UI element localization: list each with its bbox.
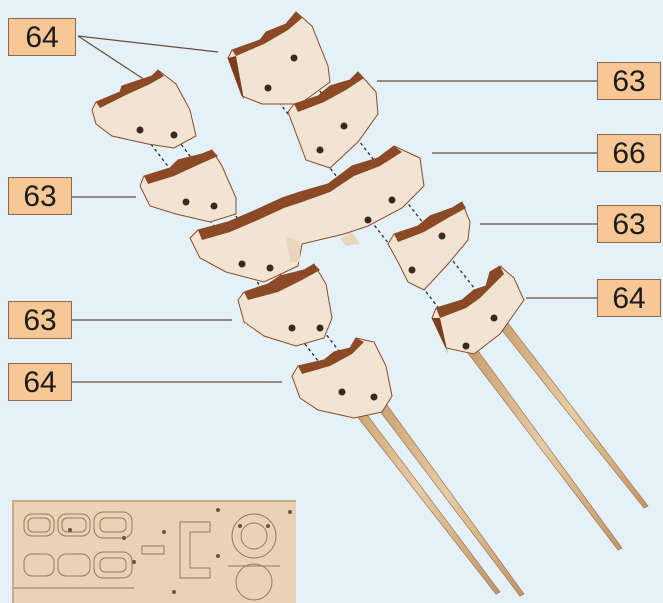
dowel (338, 388, 500, 594)
wood-sheet-thumbnail (12, 500, 296, 603)
dowels (338, 314, 648, 596)
part-label-64: 64 (8, 18, 76, 56)
part-label-63: 63 (8, 301, 72, 339)
piece-64-left-bottom (292, 338, 392, 418)
laser-cut-sheet-icon (14, 502, 296, 603)
part-label-66: 66 (597, 134, 661, 172)
piece-63-left-upper (140, 150, 236, 222)
part-label-63: 63 (597, 62, 661, 100)
part-label-63: 63 (597, 205, 661, 243)
dowel (370, 394, 524, 596)
part-label-64: 64 (8, 363, 72, 401)
piece-64-top-left (92, 70, 196, 148)
piece-64-top-center (228, 12, 330, 104)
part-label-64: 64 (597, 279, 661, 317)
part-label-63: 63 (8, 177, 72, 215)
piece-63-right-mid (388, 202, 470, 290)
